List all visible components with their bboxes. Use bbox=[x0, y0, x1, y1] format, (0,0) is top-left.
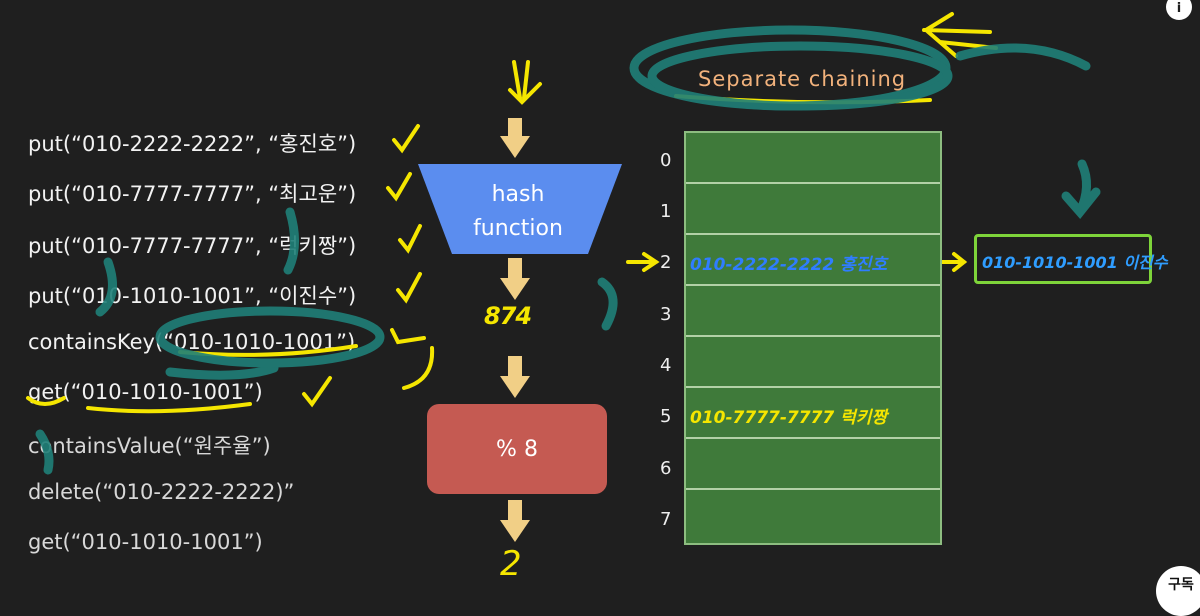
bucket-slot-7 bbox=[686, 490, 940, 543]
operation-put-2: put(“010-7777-7777”, “최고운”) bbox=[28, 182, 357, 206]
chain-node-text: 010-1010-1001 이진수 bbox=[982, 253, 1168, 272]
diagram-graphics bbox=[26, 12, 1109, 542]
bucket-slot-6 bbox=[686, 439, 940, 490]
bucket-slot-5 bbox=[686, 388, 940, 439]
hash-table bbox=[684, 131, 942, 545]
bucket-slot-0 bbox=[686, 133, 940, 184]
bucket-slot-4 bbox=[686, 337, 940, 388]
operation-contains-key: containsKey(“010-1010-1001”) bbox=[28, 330, 356, 354]
bucket-index-4: 4 bbox=[660, 355, 672, 376]
operation-put-3: put(“010-7777-7777”, “럭키짱”) bbox=[28, 234, 357, 258]
arrow-value-to-modulo bbox=[500, 356, 530, 398]
operation-put-4: put(“010-1010-1001”, “이진수”) bbox=[28, 284, 357, 308]
chain-node bbox=[974, 234, 1152, 284]
info-button[interactable]: i bbox=[1166, 0, 1192, 20]
bucket-slot-1 bbox=[686, 184, 940, 235]
arrow-into-hash bbox=[500, 118, 530, 158]
bucket-index-2: 2 bbox=[660, 252, 672, 273]
result-index: 2 bbox=[500, 544, 522, 584]
bucket-entry-slot-5: 010-7777-7777 럭키짱 bbox=[690, 408, 888, 428]
bucket-index-6: 6 bbox=[660, 458, 672, 479]
bucket-index-7: 7 bbox=[660, 509, 672, 530]
operation-contains-value: containsValue(“원주율”) bbox=[28, 434, 271, 458]
flow-arrows bbox=[500, 118, 530, 542]
hash-value: 874 bbox=[484, 302, 532, 330]
hash-function-label: hash function bbox=[473, 182, 563, 241]
bucket-entry-slot-2: 010-2222-2222 홍진호 bbox=[690, 255, 888, 275]
hash-function-shape bbox=[418, 164, 622, 254]
modulo-label: % 8 bbox=[496, 436, 538, 462]
bucket-index-1: 1 bbox=[660, 201, 672, 222]
operation-put-1: put(“010-2222-2222”, “홍진호”) bbox=[28, 132, 357, 156]
operation-get-2: get(“010-1010-1001”) bbox=[28, 530, 263, 554]
bucket-index-3: 3 bbox=[660, 304, 672, 325]
modulo-box: % 8 bbox=[427, 404, 607, 494]
arrow-hash-to-value bbox=[500, 258, 530, 300]
method-title: Separate chaining bbox=[698, 67, 907, 91]
arrow-modulo-to-result bbox=[500, 500, 530, 542]
bucket-index-5: 5 bbox=[660, 406, 672, 427]
subscribe-label: 구독 bbox=[1168, 577, 1194, 593]
bucket-slot-3 bbox=[686, 286, 940, 337]
subscribe-button[interactable]: 구독 bbox=[1156, 566, 1200, 616]
info-icon: i bbox=[1176, 1, 1182, 16]
bucket-index-0: 0 bbox=[660, 150, 672, 171]
operation-delete: delete(“010-2222-2222)” bbox=[28, 480, 295, 504]
bucket-slot-2 bbox=[686, 235, 940, 286]
operation-get-1: get(“010-1010-1001”) bbox=[28, 380, 263, 404]
